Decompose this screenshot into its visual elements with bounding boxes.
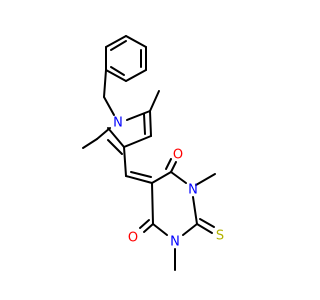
bond [123, 135, 152, 148]
bond [139, 219, 150, 229]
bonds [82, 35, 216, 271]
bond [125, 69, 147, 82]
bond [170, 161, 177, 173]
bond [107, 127, 125, 148]
bond [192, 196, 198, 225]
pyrimidine-nitrogen-bottom-label: N [170, 235, 180, 250]
bond [182, 223, 198, 236]
bond [126, 110, 151, 121]
bond [110, 66, 125, 76]
bond [151, 182, 154, 225]
bond [82, 138, 98, 149]
bond [149, 90, 160, 112]
carbonyl-oxygen-top-label: O [173, 148, 183, 163]
bond [170, 171, 187, 184]
bond [151, 171, 172, 184]
bond [165, 158, 172, 170]
bond [105, 35, 127, 48]
molecule-canvas: N N N O O S [82, 35, 225, 271]
bond [149, 110, 152, 137]
pyrrole-nitrogen-label: N [113, 116, 123, 131]
pyrimidine-nitrogen-top-label: N [188, 183, 198, 198]
bond [130, 171, 152, 178]
bond [196, 223, 213, 234]
bond [103, 69, 107, 98]
bond [199, 218, 215, 228]
bond [152, 223, 168, 236]
bond [123, 146, 127, 177]
bond [103, 96, 115, 116]
bond [105, 69, 127, 82]
bond [110, 40, 127, 51]
bond [143, 113, 146, 135]
thione-sulfur-label: S [216, 229, 224, 244]
molecule-structure: N N N O O S [82, 35, 224, 271]
bond [143, 223, 154, 233]
bond [125, 175, 153, 184]
bond [195, 173, 216, 186]
atom-labels: N N N O O S [113, 116, 224, 250]
bond [125, 35, 147, 48]
carbonyl-oxygen-bottom-label: O [128, 231, 138, 246]
bond [107, 139, 123, 155]
bond [96, 127, 111, 140]
